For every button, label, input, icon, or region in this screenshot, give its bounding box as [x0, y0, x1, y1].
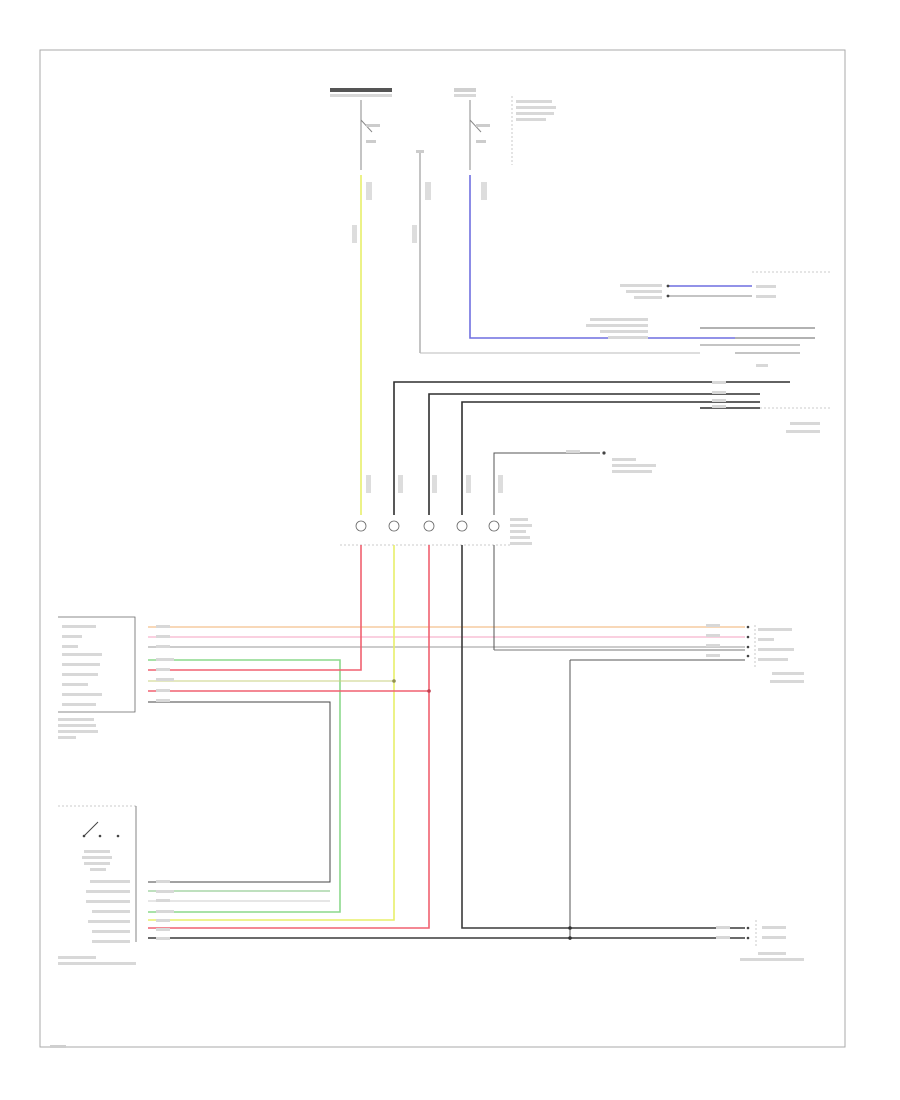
- connector-right-lower: [716, 920, 804, 961]
- splice-row: [340, 475, 532, 546]
- harness-upper: [393, 381, 830, 515]
- connector-right-mid: [706, 624, 804, 683]
- page-code: [50, 1045, 66, 1048]
- diagram-frame: [39, 49, 846, 1048]
- module-left-upper: [58, 616, 174, 739]
- fuse-feed-left: [330, 88, 392, 243]
- wire-tags: [566, 381, 726, 453]
- fuse-feed-right: [454, 88, 556, 200]
- module-left-lower: [58, 805, 174, 965]
- ground-branch: [493, 451, 656, 515]
- bus-horizontal: [148, 545, 745, 940]
- wire-blue-feed: [469, 175, 735, 339]
- connector-top-right: [586, 271, 832, 367]
- ground-feed-mid: [412, 150, 700, 354]
